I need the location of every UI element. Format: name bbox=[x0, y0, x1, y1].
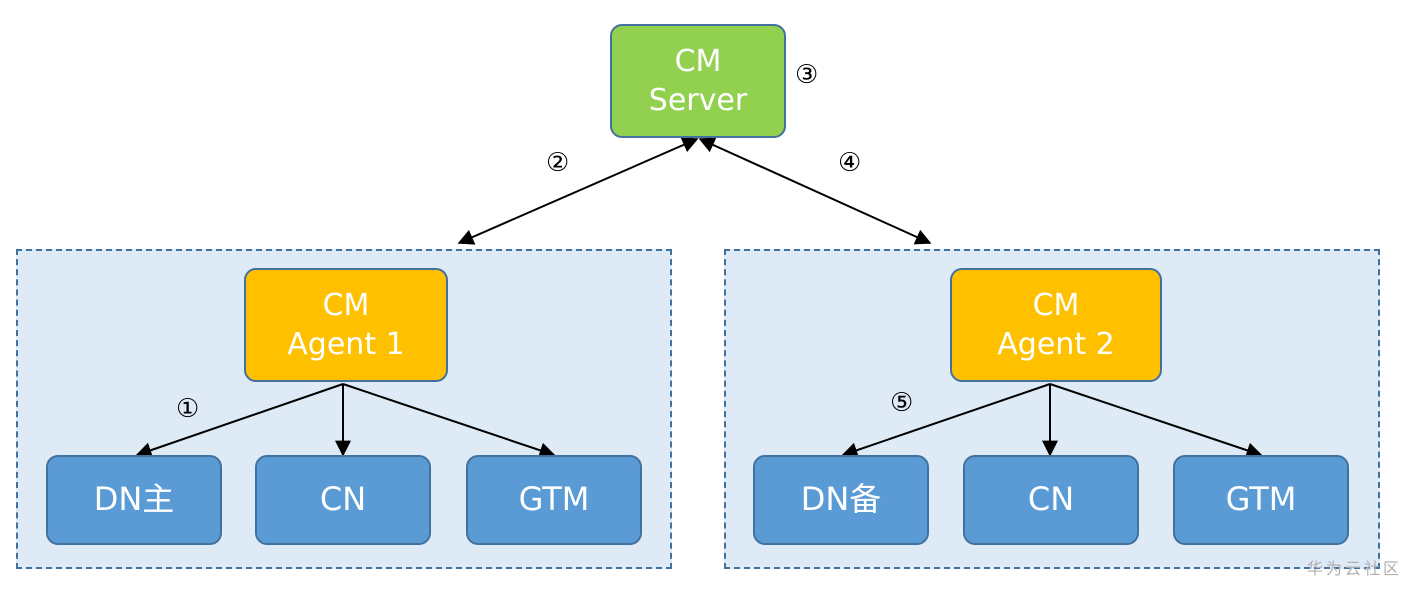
gtm-label-1: GTM bbox=[518, 480, 590, 519]
cm-agent-1-label: CM Agent 1 bbox=[287, 288, 405, 362]
step-marker-4: ④ bbox=[838, 148, 862, 178]
step-marker-1: ① bbox=[176, 394, 200, 424]
gtm-node-1: GTM bbox=[466, 455, 642, 545]
link-server-agent1 bbox=[457, 137, 699, 245]
dn-standby-node: DN备 bbox=[753, 455, 929, 545]
step-marker-5: ⑤ bbox=[890, 388, 914, 418]
dn-primary-label: DN主 bbox=[93, 480, 175, 519]
link-agent1-dn bbox=[135, 383, 344, 458]
cm-server-node: CM Server bbox=[610, 24, 786, 138]
cm-agent-2-node: CM Agent 2 bbox=[950, 268, 1162, 382]
link-server-agent2 bbox=[698, 137, 932, 245]
gtm-node-2: GTM bbox=[1173, 455, 1349, 545]
dn-primary-node: DN主 bbox=[46, 455, 222, 545]
link-agent2-gtm bbox=[1049, 383, 1263, 458]
watermark-text: 华为云社区 bbox=[1306, 559, 1402, 578]
dn-standby-label: DN备 bbox=[800, 480, 882, 519]
gtm-label-2: GTM bbox=[1225, 480, 1297, 519]
step-marker-3: ③ bbox=[795, 60, 819, 90]
cn-node-1: CN bbox=[255, 455, 431, 545]
cn-label-1: CN bbox=[319, 480, 367, 519]
cm-agent-1-node: CM Agent 1 bbox=[244, 268, 448, 382]
cn-node-2: CN bbox=[963, 455, 1139, 545]
cn-label-2: CN bbox=[1027, 480, 1075, 519]
step-marker-2: ② bbox=[546, 148, 570, 178]
cm-agent-2-label: CM Agent 2 bbox=[997, 288, 1115, 362]
link-agent2-dn bbox=[841, 383, 1051, 458]
cm-server-label: CM Server bbox=[648, 44, 748, 118]
link-agent1-gtm bbox=[342, 383, 556, 458]
